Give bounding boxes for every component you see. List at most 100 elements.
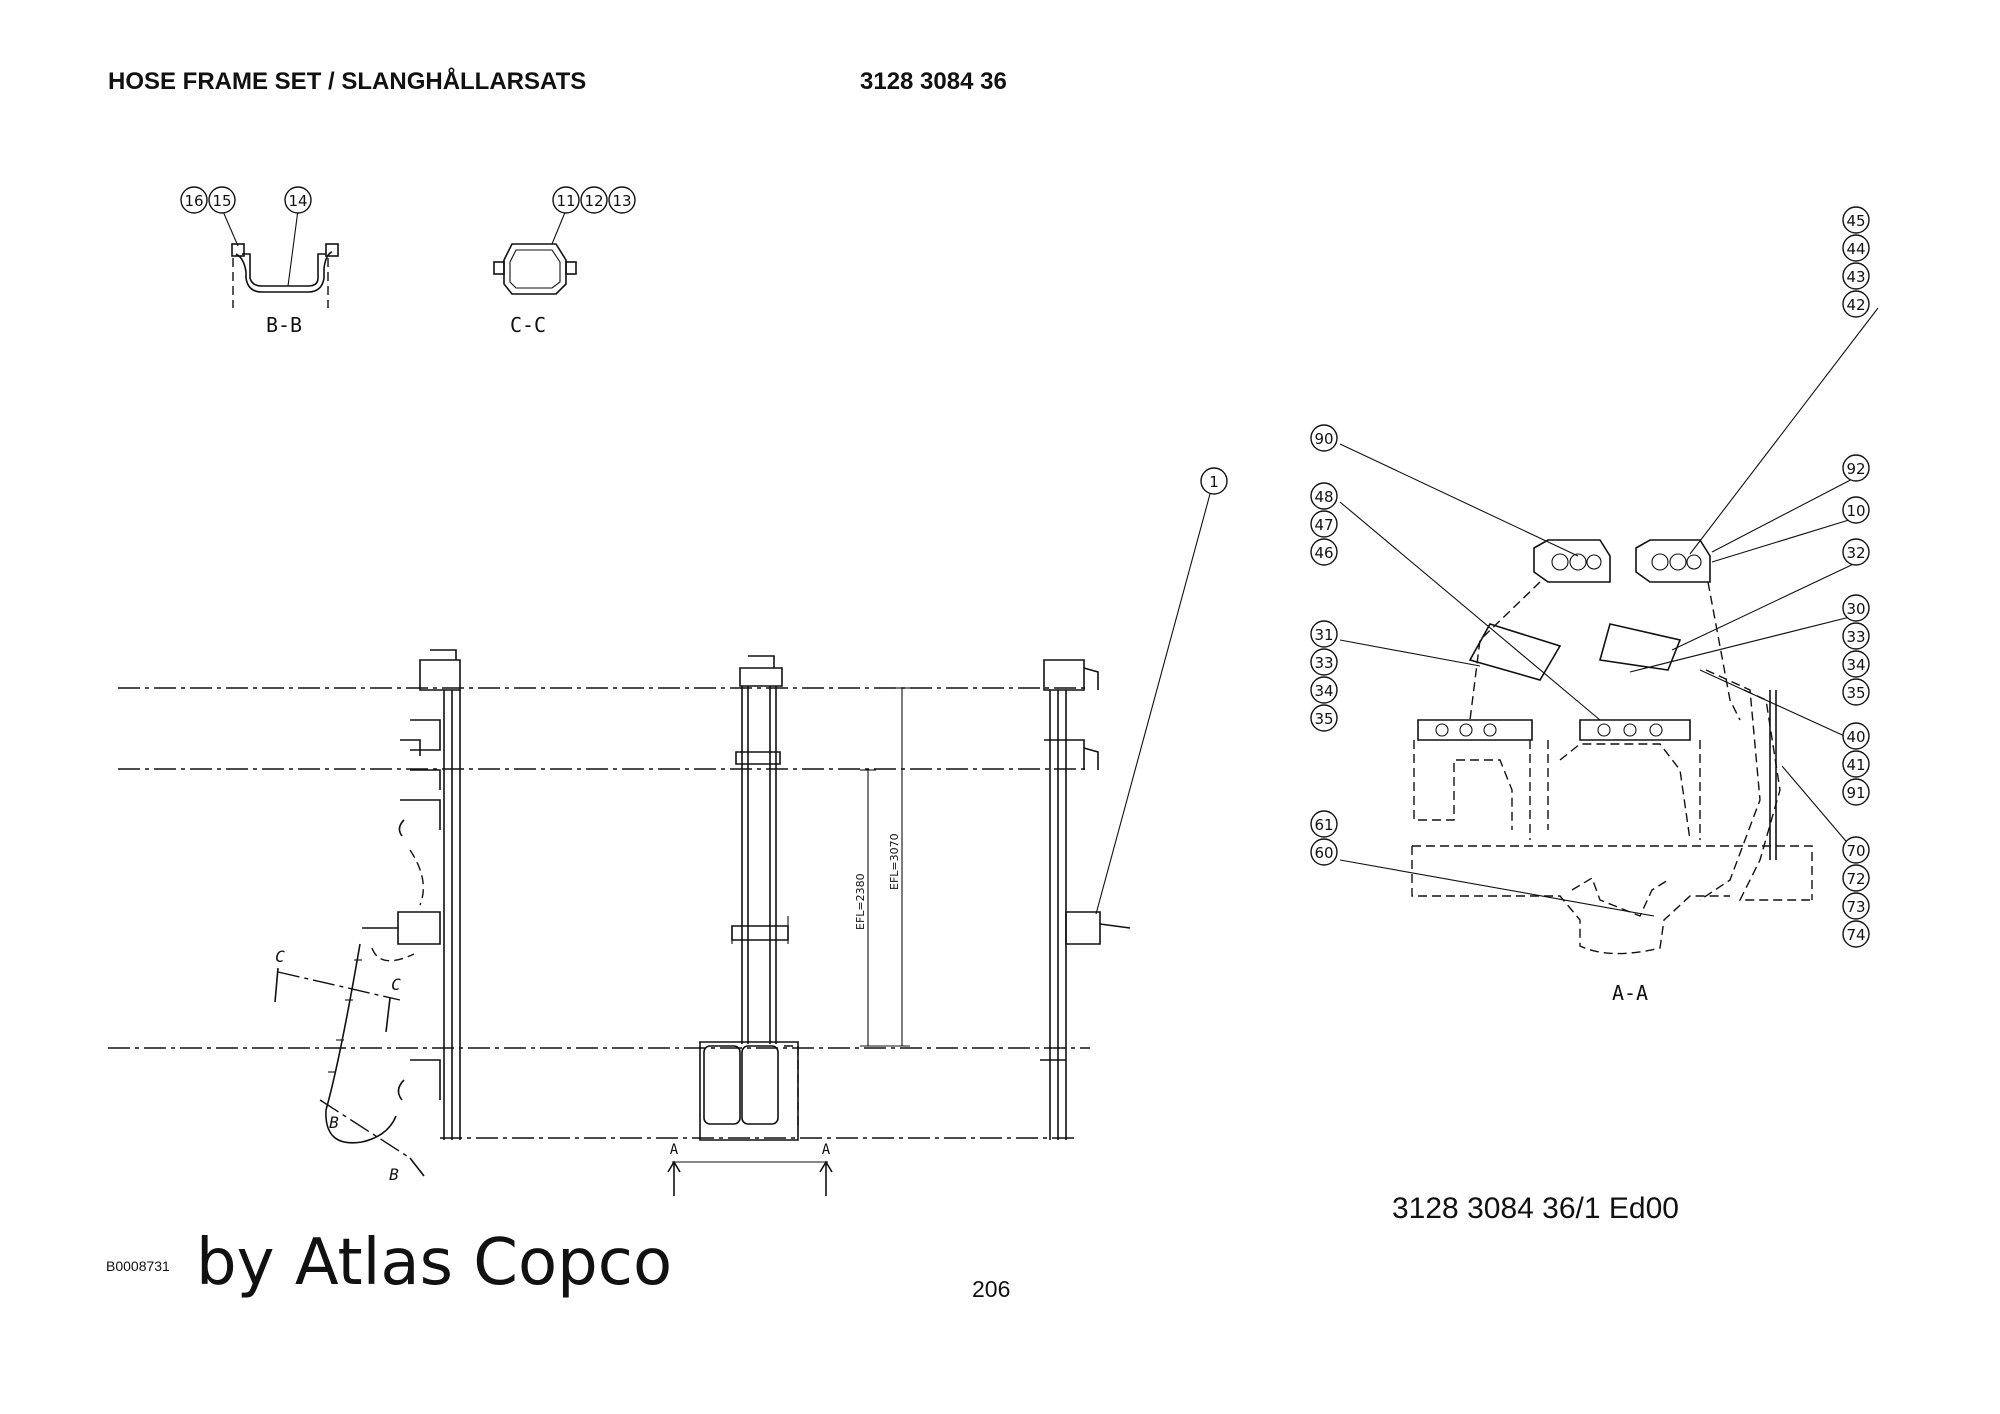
callout-c44: 44 — [1842, 234, 1870, 262]
dimension-lines: EFL=2380 EFL=3070 — [854, 687, 910, 1047]
callout-c34a: 34 — [1310, 676, 1338, 704]
callout-c35b: 35 — [1842, 678, 1870, 706]
callout-c92: 92 — [1842, 454, 1870, 482]
callout-circle — [552, 186, 580, 214]
callout-c11: 11 — [552, 186, 580, 214]
callout-c46: 46 — [1310, 538, 1338, 566]
callout-number: 12 — [584, 192, 603, 210]
callout-circle — [284, 186, 312, 214]
section-mark-c-right: C — [391, 975, 401, 994]
callout-circle — [1842, 538, 1870, 566]
page-number: 206 — [972, 1276, 1011, 1302]
callout-number: 72 — [1846, 870, 1865, 888]
section-bb-view: B-B — [221, 208, 339, 337]
callout-c34b: 34 — [1842, 650, 1870, 678]
callout-circle — [1310, 482, 1338, 510]
callout-circle — [1842, 864, 1870, 892]
callout-number: 33 — [1314, 654, 1333, 672]
section-mark-c-left: C — [275, 947, 285, 966]
callout-number: 73 — [1846, 898, 1865, 916]
callout-number: 15 — [212, 192, 231, 210]
part-number: 3128 3084 36 — [860, 68, 1007, 95]
callout-c31a: 31 — [1310, 620, 1338, 648]
left-post — [362, 649, 461, 1140]
callout-c70: 70 — [1842, 836, 1870, 864]
callout-c13: 13 — [608, 186, 636, 214]
callout-number: 92 — [1846, 460, 1865, 478]
callout-circle — [1310, 704, 1338, 732]
image-code: B0008731 — [106, 1258, 170, 1274]
callout-number: 90 — [1314, 430, 1333, 448]
callout-number: 61 — [1314, 816, 1333, 834]
section-mark-b-right: B — [389, 1165, 399, 1184]
callout-c47: 47 — [1310, 510, 1338, 538]
callout-c73: 73 — [1842, 892, 1870, 920]
section-aa-view: A-A — [1411, 539, 1813, 1005]
callout-number: 34 — [1846, 656, 1865, 674]
callout-circle — [1842, 454, 1870, 482]
callout-c32: 32 — [1842, 538, 1870, 566]
section-aa-arrows: A A — [667, 1142, 833, 1196]
callout-c33a: 33 — [1310, 648, 1338, 676]
view-label-aa: A-A — [1612, 981, 1648, 1005]
callout-c35a: 35 — [1310, 704, 1338, 732]
callout-circle — [1310, 838, 1338, 866]
callout-circle — [1842, 678, 1870, 706]
callout-circle — [1200, 467, 1228, 495]
dimension-efl-short: EFL=2380 — [854, 873, 867, 930]
callout-c61: 61 — [1310, 810, 1338, 838]
section-mark-a-right: A — [822, 1142, 831, 1158]
callout-number: 48 — [1314, 488, 1333, 506]
callout-number: 91 — [1846, 784, 1865, 802]
callout-number: 14 — [288, 192, 307, 210]
callout-number: 70 — [1846, 842, 1865, 860]
callout-number: 30 — [1846, 600, 1865, 618]
section-cc-view: C-C — [493, 209, 577, 337]
callout-circle — [1842, 836, 1870, 864]
section-mark-a-left: A — [670, 1142, 679, 1158]
callout-number: 43 — [1846, 268, 1865, 286]
callout-c14: 14 — [284, 186, 312, 214]
callout-number: 31 — [1314, 626, 1333, 644]
callout-c15: 15 — [208, 186, 236, 214]
page-title: HOSE FRAME SET / SLANGHÅLLARSATS — [108, 68, 587, 95]
callout-number: 42 — [1846, 296, 1865, 314]
callout-circle — [1842, 920, 1870, 948]
callout-circle — [1310, 510, 1338, 538]
callout-number: 32 — [1846, 544, 1865, 562]
drawing-number: 3128 3084 36/1 Ed00 — [1392, 1192, 1679, 1225]
callout-number: 10 — [1846, 502, 1865, 520]
callout-c45: 45 — [1842, 206, 1870, 234]
callout-c43: 43 — [1842, 262, 1870, 290]
callout-c33b: 33 — [1842, 622, 1870, 650]
brand-text: by Atlas Copco — [196, 1226, 673, 1300]
callout-c74: 74 — [1842, 920, 1870, 948]
callout-circle — [1842, 594, 1870, 622]
callout-c10: 10 — [1842, 496, 1870, 524]
callout-circle — [1842, 722, 1870, 750]
hose-curve: C C B B — [274, 943, 425, 1184]
right-post — [1040, 493, 1211, 1140]
callout-circle — [608, 186, 636, 214]
callout-c12: 12 — [580, 186, 608, 214]
callout-c16: 16 — [180, 186, 208, 214]
callout-circle — [1842, 650, 1870, 678]
callout-circle — [1310, 538, 1338, 566]
callout-c48: 48 — [1310, 482, 1338, 510]
callout-c60: 60 — [1310, 838, 1338, 866]
callout-circle — [1310, 424, 1338, 452]
leader-lines — [1339, 307, 1879, 917]
callout-c72: 72 — [1842, 864, 1870, 892]
callout-c90: 90 — [1310, 424, 1338, 452]
callout-circle — [1310, 620, 1338, 648]
callout-c91: 91 — [1842, 778, 1870, 806]
callout-circle — [1310, 676, 1338, 704]
callout-number: 41 — [1846, 756, 1865, 774]
callout-circle — [580, 186, 608, 214]
callout-c1: 1 — [1200, 467, 1228, 495]
callout-number: 35 — [1314, 710, 1333, 728]
callout-c41: 41 — [1842, 750, 1870, 778]
callout-number: 40 — [1846, 728, 1865, 746]
section-mark-b-left: B — [329, 1113, 339, 1132]
